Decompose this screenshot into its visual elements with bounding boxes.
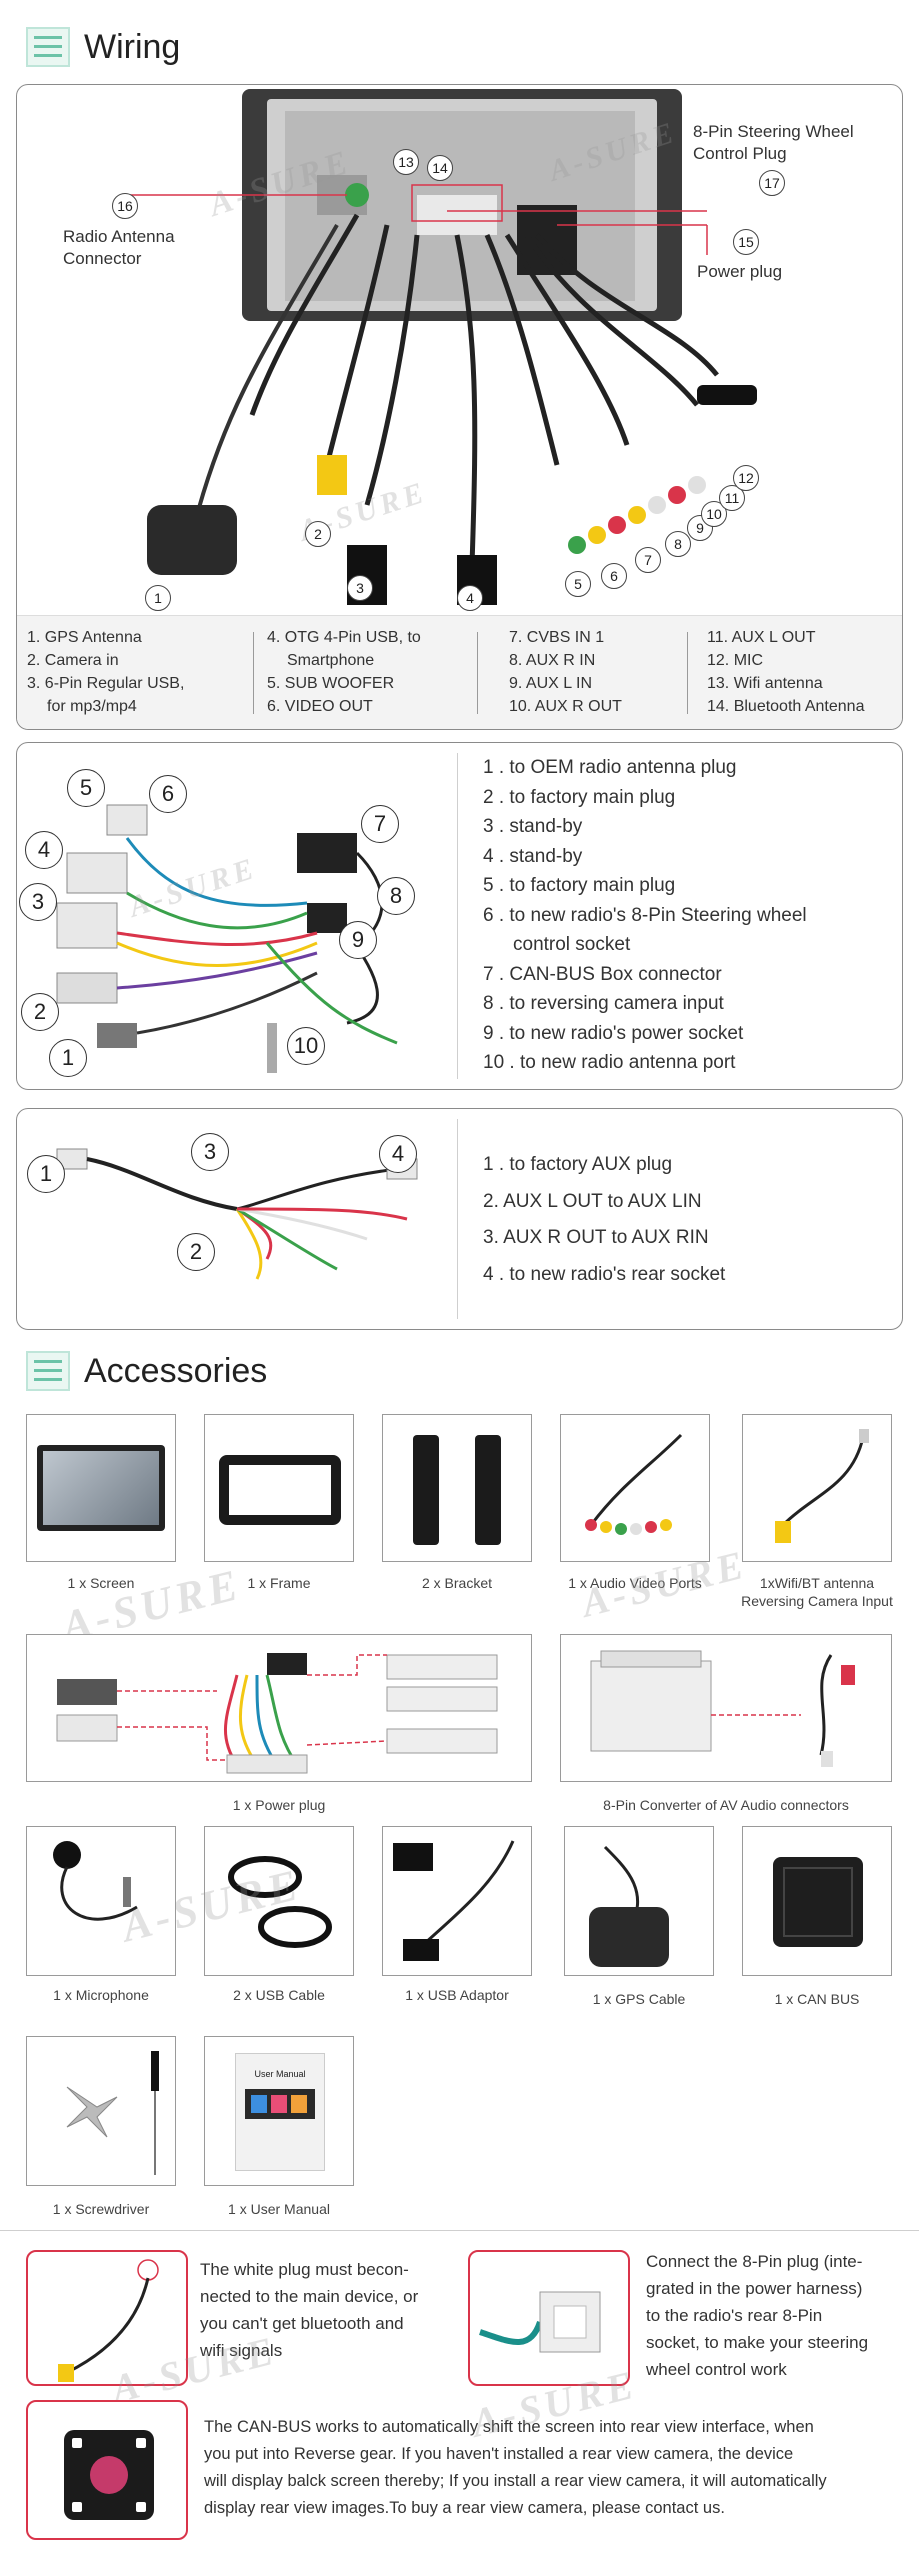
frame-image [204, 1414, 354, 1562]
wifi-antenna-image [742, 1414, 892, 1562]
wiring-panel: A-SURE A-SURE A-SURE 16 Radio Antenna Co… [16, 84, 903, 730]
microphone-image [26, 1826, 176, 1976]
bracket-image [382, 1414, 532, 1562]
accessories-title: Accessories [84, 1351, 268, 1390]
screen-image [26, 1414, 176, 1562]
callout-number: 3 [191, 1133, 229, 1171]
divider [0, 2230, 919, 2231]
head-unit-diagram [127, 89, 757, 605]
callout-number: 2 [177, 1233, 215, 1271]
callout-number: 4 [457, 585, 483, 611]
canbus-image [742, 1826, 892, 1976]
wiring-header: Wiring [26, 22, 180, 72]
harness-list: 1 . to OEM radio antenna plug 2 . to fac… [483, 757, 807, 1073]
callout-number: 8 [665, 531, 691, 557]
screwdriver-image [26, 2036, 176, 2186]
harness-panel: 5 6 7 4 8 3 9 2 1 10 A-SURE 1 . to OEM r… [16, 742, 903, 1090]
radio-antenna-label: Radio Antenna Connector [63, 227, 175, 268]
callout-number: 5 [565, 571, 591, 597]
steering-note: Connect the 8-Pin plug (inte- grated in … [646, 2252, 869, 2379]
callout-number: 2 [21, 993, 59, 1031]
legend-col-4: 11. AUX L OUT 12. MIC 13. Wifi antenna 1… [707, 629, 865, 715]
accessories-header: Accessories [26, 1346, 267, 1396]
accessory-caption: 1 x Frame [247, 1575, 311, 1591]
accessory-caption: 2 x USB Cable [233, 1987, 325, 2003]
callout-number: 10 [287, 1027, 325, 1065]
callout-number: 16 [112, 193, 138, 219]
usb-adaptor-image [382, 1826, 532, 1976]
accessory-caption: 1 x Audio Video Ports [568, 1575, 702, 1591]
callout-number: 3 [347, 575, 373, 601]
av-ports-image [560, 1414, 710, 1562]
converter-image [560, 1634, 892, 1782]
divider [253, 632, 254, 714]
aux-list: 1 . to factory AUX plug 2. AUX L OUT to … [483, 1154, 726, 1285]
callout-number: 6 [149, 775, 187, 813]
accessory-caption: 1 x Screwdriver [52, 2201, 150, 2217]
wiring-legend: 1. GPS Antenna 2. Camera in 3. 6-Pin Reg… [17, 615, 902, 729]
callout-number: 1 [145, 585, 171, 611]
callout-number: 1 [49, 1039, 87, 1077]
divider [687, 632, 688, 714]
accessory-caption: 1 x User Manual [228, 2201, 330, 2217]
accessory-caption: 1 x USB Adaptor [405, 1987, 509, 2003]
legend-col-2: 4. OTG 4-Pin USB, to Smartphone 5. SUB W… [267, 629, 421, 715]
callout-number: 6 [601, 563, 627, 589]
callout-number: 7 [635, 547, 661, 573]
accessory-caption: 1 x GPS Cable [592, 1991, 686, 2007]
gps-cable-image [564, 1826, 714, 1976]
accessory-caption: 1 x Power plug [232, 1797, 326, 1813]
power-harness-diagram [56, 804, 398, 1073]
canbus-note: The CAN-BUS works to automatically shift… [204, 2418, 827, 2517]
callout-number: 1 [27, 1155, 65, 1193]
divider [477, 632, 478, 714]
list-icon [26, 27, 70, 67]
usb-cable-image [204, 1826, 354, 1976]
callout-number: 13 [393, 149, 419, 175]
legend-col-3: 7. CVBS IN 1 8. AUX R IN 9. AUX L IN 10.… [509, 629, 622, 715]
user-manual-image: User Manual [204, 2036, 354, 2186]
callout-number: 4 [379, 1135, 417, 1173]
callout-number: 14 [427, 155, 453, 181]
accessory-caption: 1 x Screen [67, 1575, 135, 1591]
callout-number: 5 [67, 769, 105, 807]
rear-camera-image [26, 2400, 188, 2540]
power-plug-image [26, 1634, 532, 1782]
accessory-caption: 1xWifi/BT antenna Reversing Camera Input [741, 1575, 893, 1609]
callout-number: 12 [733, 465, 759, 491]
steering-plug-label: 8-Pin Steering Wheel Control Plug [693, 122, 854, 163]
list-icon [26, 1351, 70, 1391]
wifi-plug-image [26, 2250, 188, 2386]
accessory-caption: 2 x Bracket [421, 1575, 493, 1591]
manual-cover-title: User Manual [254, 2069, 306, 2079]
legend-col-1: 1. GPS Antenna 2. Camera in 3. 6-Pin Reg… [27, 629, 185, 715]
callout-number: 7 [361, 805, 399, 843]
callout-number: 2 [305, 521, 331, 547]
callout-number: 4 [25, 831, 63, 869]
wifi-note: The white plug must becon- nected to the… [200, 2260, 419, 2360]
callout-number: 9 [339, 921, 377, 959]
callout-number: 15 [733, 229, 759, 255]
callout-number: 3 [19, 883, 57, 921]
steering-plug-image [468, 2250, 630, 2386]
callout-number: 17 [759, 170, 785, 196]
callout-number: 10 [701, 501, 727, 527]
accessory-caption: 8-Pin Converter of AV Audio connectors [603, 1797, 849, 1813]
accessory-caption: 1 x CAN BUS [774, 1991, 860, 2007]
power-plug-label: Power plug [697, 262, 783, 281]
accessory-caption: 1 x Microphone [53, 1987, 149, 2003]
callout-number: 8 [377, 877, 415, 915]
wiring-title: Wiring [84, 27, 181, 66]
aux-panel: 1 3 4 2 1 . to factory AUX plug 2. AUX L… [16, 1108, 903, 1330]
